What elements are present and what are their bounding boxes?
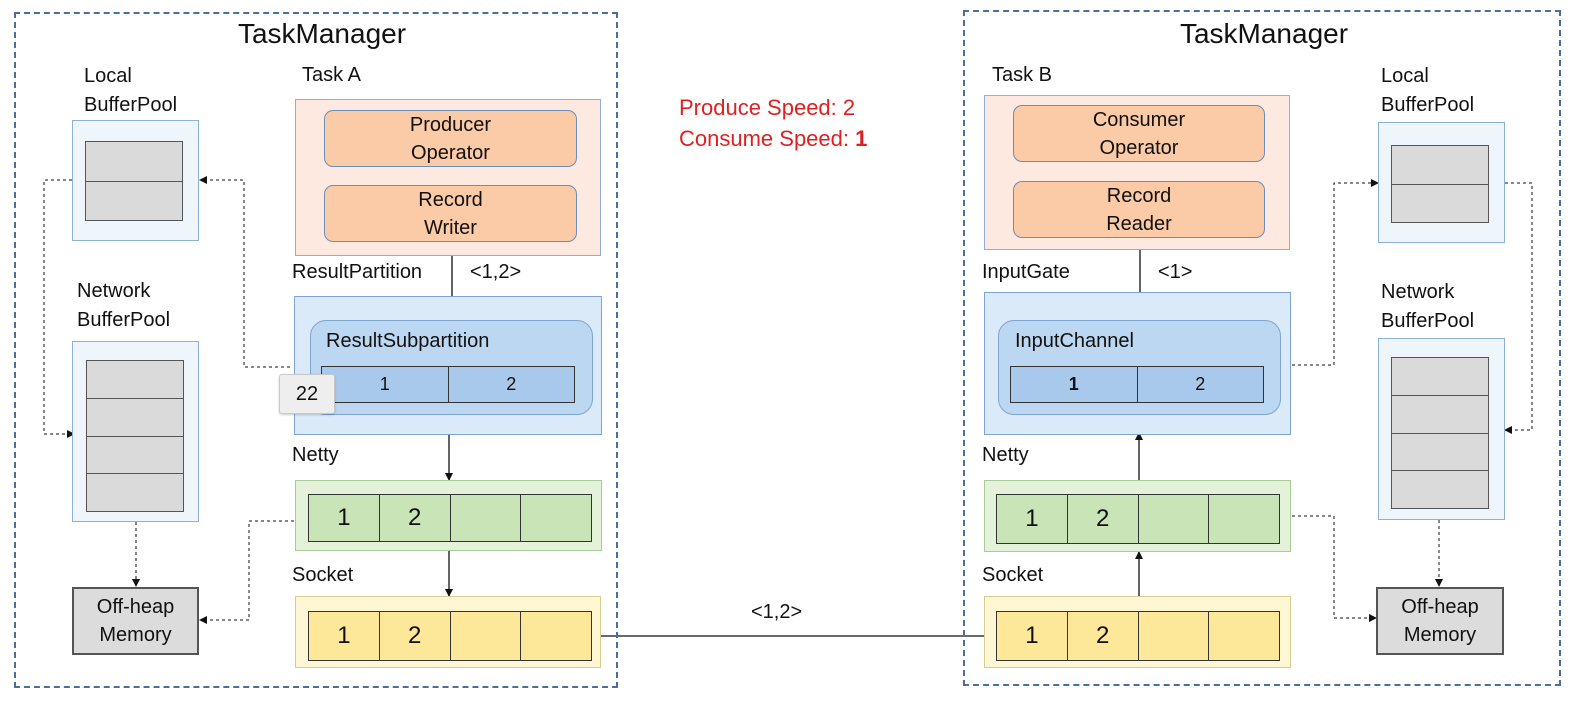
inputgate-label: InputGate: [982, 261, 1070, 283]
network-bufferpool: [1378, 338, 1505, 520]
count-badge: 22: [279, 374, 335, 414]
consume-speed: Consume Speed: 1: [679, 126, 868, 151]
task-a-label: Task A: [302, 64, 361, 86]
local-bufferpool: [1378, 122, 1505, 243]
resultpartition-label: ResultPartition: [292, 261, 423, 283]
netty-left-label: Netty: [292, 444, 339, 466]
taskmanager-left-frame: [14, 12, 618, 688]
dotted-localpool-to-networkpool: [43, 179, 75, 438]
network-bufferpool: [72, 341, 199, 522]
taskmanager-right-title: TaskManager: [1179, 18, 1349, 49]
resultpartition-tag: <1,2>: [470, 261, 522, 283]
socket-left-slots: 1 2: [308, 611, 592, 661]
inputchannel-slots: 1 2: [1010, 366, 1264, 403]
dotted-gate-to-localpool: [1292, 179, 1379, 366]
resultsubpartition-slots: 1 2: [321, 366, 575, 403]
inputgate-tag: <1>: [1158, 261, 1193, 283]
produce-speed: Produce Speed: 2: [679, 95, 856, 120]
taskmanager-left-title: TaskManager: [237, 18, 407, 49]
transfer-tag: <1,2>: [751, 601, 803, 623]
taskmanager-right-frame: [963, 10, 1561, 686]
local-bufferpool: [72, 120, 199, 241]
netty-right-slots: 1 2: [996, 494, 1280, 544]
task-b-label: Task B: [992, 64, 1053, 86]
socket-left-label: Socket: [292, 564, 354, 586]
netty-right-label: Netty: [982, 444, 1029, 466]
netty-left-slots: 1 2: [308, 494, 592, 542]
dotted-netty-to-offheap: [1292, 515, 1377, 622]
inputchannel-label: InputChannel: [1015, 330, 1134, 352]
dotted-localpool-to-networkpool: [1504, 182, 1533, 434]
socket-right-label: Socket: [982, 564, 1044, 586]
dotted-netty-to-offheap: [199, 520, 294, 624]
socket-right-slots: 1 2: [996, 611, 1280, 661]
dotted-partition-to-localpool: [199, 176, 290, 368]
speed-annotation: Produce Speed: 2 Consume Speed: 1: [679, 92, 867, 154]
resultsubpartition-label: ResultSubpartition: [326, 330, 490, 352]
